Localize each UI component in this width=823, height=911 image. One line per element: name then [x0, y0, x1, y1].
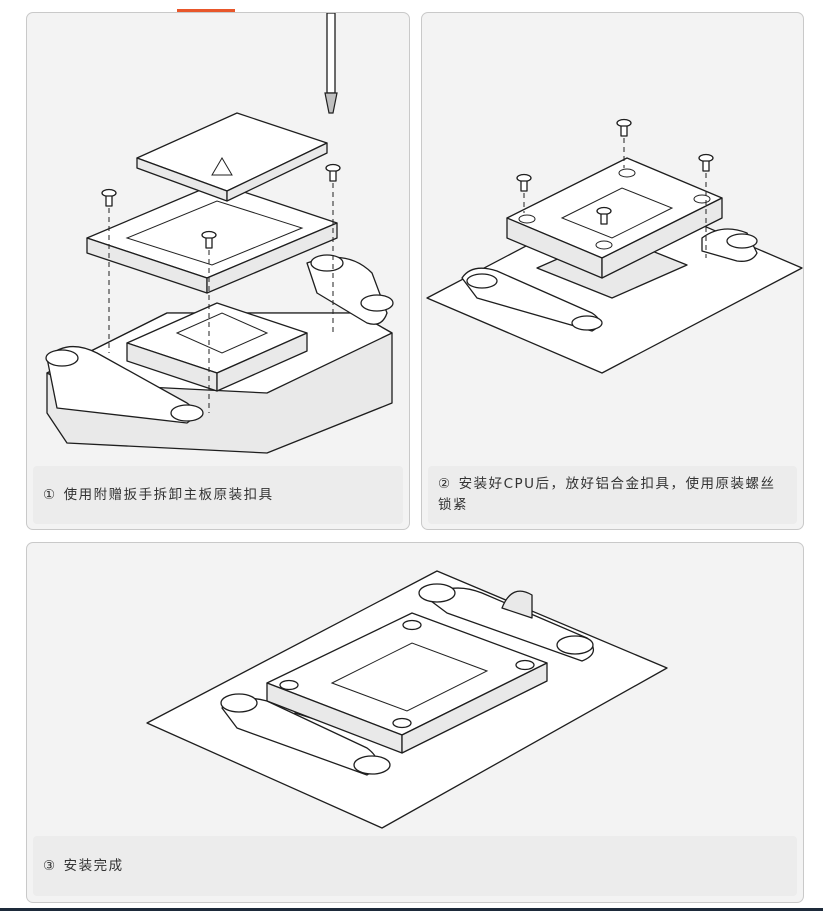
screw-head: [402, 619, 422, 631]
cap: [360, 294, 394, 312]
cap: [726, 233, 758, 249]
cap: [418, 583, 456, 603]
screw: [201, 230, 217, 249]
cap: [45, 349, 79, 367]
cap: [310, 254, 344, 272]
cap: [220, 693, 258, 713]
step-1-caption: ① 使用附赠扳手拆卸主板原装扣具: [33, 466, 403, 524]
step-number: ③: [43, 857, 57, 874]
screw-head: [515, 659, 535, 671]
cap: [571, 315, 603, 331]
bracket-hole: [693, 194, 711, 204]
cpu-socket-side: [216, 332, 308, 392]
step-3-illustration: [146, 570, 668, 829]
arm-loop: [501, 590, 533, 619]
bracket-hole: [518, 214, 536, 224]
cap: [466, 273, 498, 289]
bracket-window: [560, 187, 674, 239]
step-number: ①: [43, 486, 57, 503]
screwdriver-shaft: [326, 13, 336, 94]
socket-cover-side: [226, 142, 328, 202]
screwdriver-tip: [324, 92, 338, 114]
screw: [101, 188, 117, 207]
cap: [353, 755, 391, 775]
screw: [698, 153, 714, 172]
bracket-window: [330, 642, 489, 712]
step-text: 使用附赠扳手拆卸主板原装扣具: [63, 486, 274, 503]
aluminium-bracket-side: [601, 197, 723, 279]
bracket-hole: [595, 240, 613, 250]
socket-pad: [175, 312, 269, 354]
step-1-panel: ① 使用附赠扳手拆卸主板原装扣具: [26, 12, 410, 530]
step-text: 安装完成: [63, 857, 124, 874]
step-number: ②: [438, 476, 452, 492]
step-text: 安装好CPU后，放好铝合金扣具，使用原装螺丝锁紧: [438, 476, 776, 513]
step-2-illustration: [426, 118, 803, 374]
screw-head: [392, 717, 412, 729]
bracket-hole: [618, 168, 636, 178]
cap: [556, 635, 594, 655]
cap: [170, 404, 204, 422]
retention-frame-side: [206, 222, 338, 294]
step-3-caption: ③ 安装完成: [33, 836, 797, 896]
socket-cover: [136, 112, 328, 192]
screw-head: [279, 679, 299, 691]
screw: [325, 163, 341, 182]
step-3-panel: ③ 安装完成: [26, 542, 804, 903]
screw: [596, 206, 612, 225]
warning-triangle: [211, 157, 233, 176]
aluminium-bracket-side: [401, 662, 548, 754]
bottom-bar: [0, 908, 823, 911]
accent-line: [177, 9, 235, 12]
step-1-illustration: [45, 13, 394, 454]
screw: [616, 118, 632, 137]
retention-frame-window: [125, 200, 304, 266]
screw: [516, 173, 532, 192]
